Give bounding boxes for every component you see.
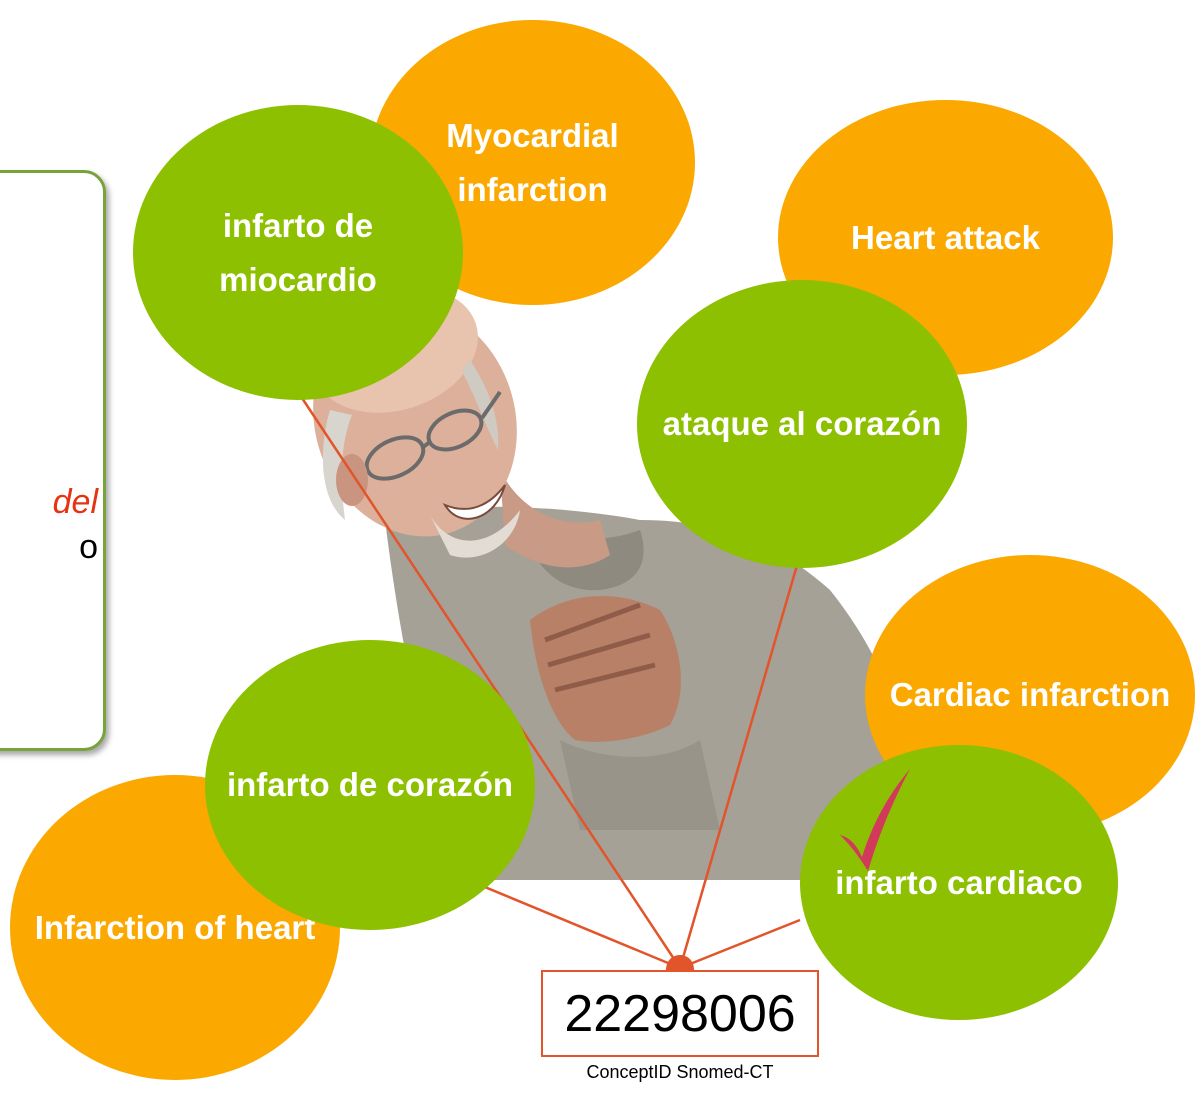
concept-id: 22298006 [564, 984, 795, 1044]
term-label: Cardiac infarction [890, 668, 1171, 722]
term-label: infarto de corazón [227, 758, 513, 812]
term-label: Heart attack [851, 211, 1040, 265]
concept-caption: ConceptID Snomed-CT [541, 1062, 819, 1083]
term-bubble-infarto-de-miocardio: infarto de miocardio [133, 105, 463, 400]
checkmark-icon [838, 765, 918, 875]
term-label: Infarction of heart [35, 901, 316, 955]
term-label: ataque al corazón [663, 397, 942, 451]
term-label: infarto de miocardio [151, 199, 445, 307]
term-bubble-infarto-de-corazon: infarto de corazón [205, 640, 535, 930]
term-bubble-ataque-al-corazon: ataque al corazón [637, 280, 967, 568]
concept-id-box: 22298006 [541, 970, 819, 1057]
